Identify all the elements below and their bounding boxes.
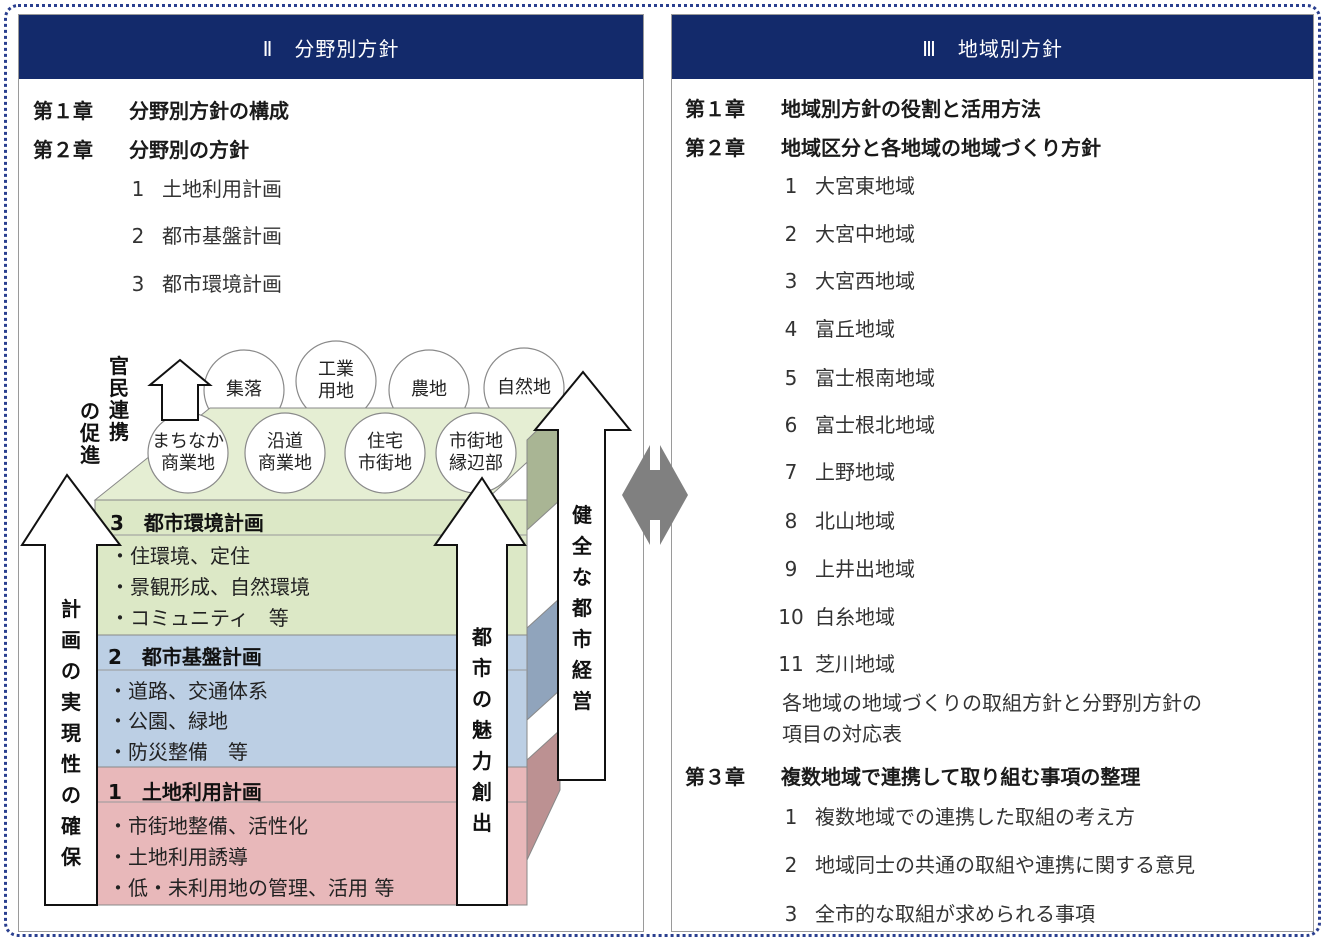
region-item: 9 上井出地域 bbox=[767, 553, 915, 582]
chapter-title: 分野別方針の構成 bbox=[129, 99, 289, 123]
left-item-2: 2 都市基盤計画 bbox=[114, 220, 282, 249]
region-number: 1 bbox=[784, 174, 798, 198]
left-item-3: 3 都市環境計画 bbox=[114, 268, 282, 297]
item-label: 地域同士の共通の取組や連携に関する意見 bbox=[815, 853, 1195, 877]
region-item: 3 大宮西地域 bbox=[767, 265, 915, 294]
chapter-number: 第３章 bbox=[685, 765, 745, 789]
ch3-item-2: 2 地域同士の共通の取組や連携に関する意見 bbox=[767, 849, 1195, 878]
region-label: 上野地域 bbox=[815, 460, 895, 484]
region-item: 2 大宮中地域 bbox=[767, 218, 915, 247]
region-label: 富丘地域 bbox=[815, 317, 895, 341]
region-item: 1 大宮東地域 bbox=[767, 170, 915, 199]
chapter-number: 第２章 bbox=[685, 136, 745, 160]
region-number: 9 bbox=[784, 557, 798, 581]
regional-policy-header: Ⅲ 地域別方針 bbox=[672, 15, 1313, 79]
chapter-title: 地域別方針の役割と活用方法 bbox=[781, 97, 1041, 121]
note-line: 項目の対応表 bbox=[782, 722, 902, 746]
ch3-item-1: 1 複数地域での連携した取組の考え方 bbox=[767, 801, 1135, 830]
region-number: 6 bbox=[784, 413, 798, 437]
region-label: 白糸地域 bbox=[815, 605, 895, 629]
region-label: 大宮西地域 bbox=[815, 269, 915, 293]
right-chapter-2: 第２章 地域区分と各地域の地域づくり方針 bbox=[685, 132, 1101, 161]
left-item-1: 1 土地利用計画 bbox=[114, 173, 282, 202]
region-item: 5 富士根南地域 bbox=[767, 362, 935, 391]
correspondence-table-note: 各地域の地域づくりの取組方針と分野別方針の 項目の対応表 bbox=[782, 688, 1202, 750]
chapter-title: 分野別の方針 bbox=[129, 138, 249, 162]
left-chapter-2: 第２章 分野別の方針 bbox=[33, 134, 249, 163]
item-label: 都市基盤計画 bbox=[162, 224, 282, 248]
ch3-item-3: 3 全市的な取組が求められる事項 bbox=[767, 898, 1095, 927]
item-label: 複数地域での連携した取組の考え方 bbox=[815, 805, 1135, 829]
region-number: 11 bbox=[778, 652, 804, 676]
region-item: 4 富丘地域 bbox=[767, 313, 895, 342]
region-label: 富士根北地域 bbox=[815, 413, 935, 437]
region-item: 6 富士根北地域 bbox=[767, 409, 935, 438]
item-number: 2 bbox=[784, 853, 798, 877]
region-label: 富士根南地域 bbox=[815, 366, 935, 390]
chapter-number: 第１章 bbox=[33, 99, 93, 123]
region-number: 10 bbox=[778, 605, 804, 629]
right-chapter-3: 第３章 複数地域で連携して取り組む事項の整理 bbox=[685, 761, 1140, 790]
field-policy-header: Ⅱ 分野別方針 bbox=[19, 15, 643, 79]
note-line: 各地域の地域づくりの取組方針と分野別方針の bbox=[782, 691, 1202, 715]
region-label: 大宮東地域 bbox=[815, 174, 915, 198]
chapter-title: 複数地域で連携して取り組む事項の整理 bbox=[781, 765, 1141, 789]
region-number: 8 bbox=[784, 509, 798, 533]
region-number: 7 bbox=[784, 460, 798, 484]
region-item: 10 白糸地域 bbox=[767, 601, 895, 630]
item-label: 土地利用計画 bbox=[162, 177, 282, 201]
left-chapter-1: 第１章 分野別方針の構成 bbox=[33, 95, 289, 124]
region-item: 8 北山地域 bbox=[767, 505, 895, 534]
region-item: 7 上野地域 bbox=[767, 456, 895, 485]
item-label: 全市的な取組が求められる事項 bbox=[815, 902, 1095, 926]
region-label: 上井出地域 bbox=[815, 557, 915, 581]
right-chapter-1: 第１章 地域別方針の役割と活用方法 bbox=[685, 93, 1041, 122]
item-number: 3 bbox=[131, 272, 145, 296]
chapter-title: 地域区分と各地域の地域づくり方針 bbox=[781, 136, 1101, 160]
outer-frame bbox=[4, 4, 1321, 937]
item-number: 3 bbox=[784, 902, 798, 926]
regional-policy-panel: Ⅲ 地域別方針 第１章 地域別方針の役割と活用方法 第２章 地域区分と各地域の地域づ… bbox=[671, 14, 1314, 932]
chapter-number: 第２章 bbox=[33, 138, 93, 162]
region-item: 11 芝川地域 bbox=[767, 648, 895, 677]
region-label: 大宮中地域 bbox=[815, 222, 915, 246]
item-label: 都市環境計画 bbox=[162, 272, 282, 296]
item-number: 1 bbox=[784, 805, 798, 829]
item-number: 1 bbox=[131, 177, 145, 201]
region-number: 4 bbox=[784, 317, 798, 341]
region-number: 2 bbox=[784, 222, 798, 246]
region-label: 芝川地域 bbox=[815, 652, 895, 676]
region-number: 3 bbox=[784, 269, 798, 293]
region-number: 5 bbox=[784, 366, 798, 390]
region-label: 北山地域 bbox=[815, 509, 895, 533]
chapter-number: 第１章 bbox=[685, 97, 745, 121]
item-number: 2 bbox=[131, 224, 145, 248]
